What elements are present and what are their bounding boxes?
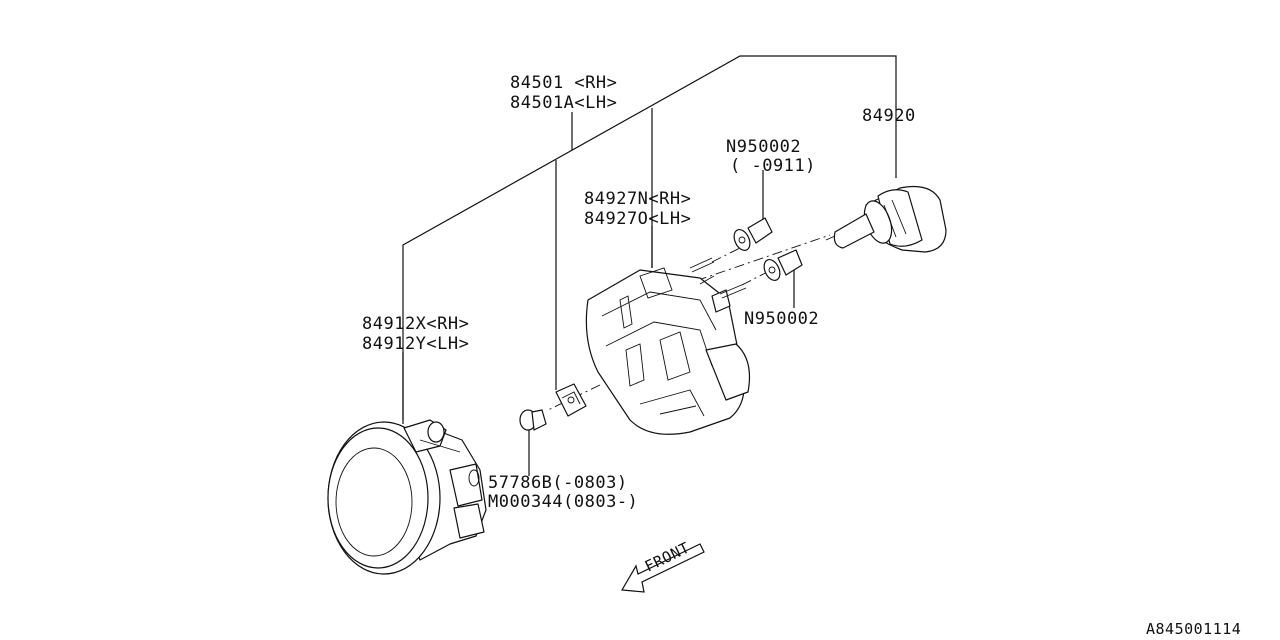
label-clip-a: 57786B(-0803) <box>488 473 628 493</box>
reference-code: A845001114 <box>1146 620 1241 638</box>
bracket-drawing <box>585 257 751 435</box>
label-lamp-lh: 84912Y<LH> <box>362 334 469 354</box>
label-assy-rh: 84501 <RH> <box>510 73 617 93</box>
screw-upper <box>733 217 773 251</box>
grommet-drawing <box>519 409 547 431</box>
clip-drawing <box>555 383 587 417</box>
label-lamp-rh: 84912X<RH> <box>362 314 469 334</box>
label-bracket-rh: 84927N<RH> <box>584 189 691 209</box>
label-bracket-lh: 84927O<LH> <box>584 209 691 229</box>
screw-lower <box>763 249 803 281</box>
label-screw-a-part: N950002 <box>726 137 801 157</box>
leader-lines <box>402 55 897 476</box>
label-bulb: 84920 <box>862 106 916 126</box>
part-labels: 84501 <RH> 84501A<LH> 84920 N950002 ( -0… <box>362 73 916 512</box>
front-arrow: FRONT <box>621 539 705 593</box>
label-assy-lh: 84501A<LH> <box>510 93 617 113</box>
label-screw-b-part: N950002 <box>744 309 819 329</box>
label-clip-b: M000344(0803-) <box>488 492 638 512</box>
bulb-drawing <box>825 185 947 253</box>
fog-lamp-drawing <box>327 419 487 575</box>
label-screw-a-note: ( -0911) <box>730 156 816 176</box>
